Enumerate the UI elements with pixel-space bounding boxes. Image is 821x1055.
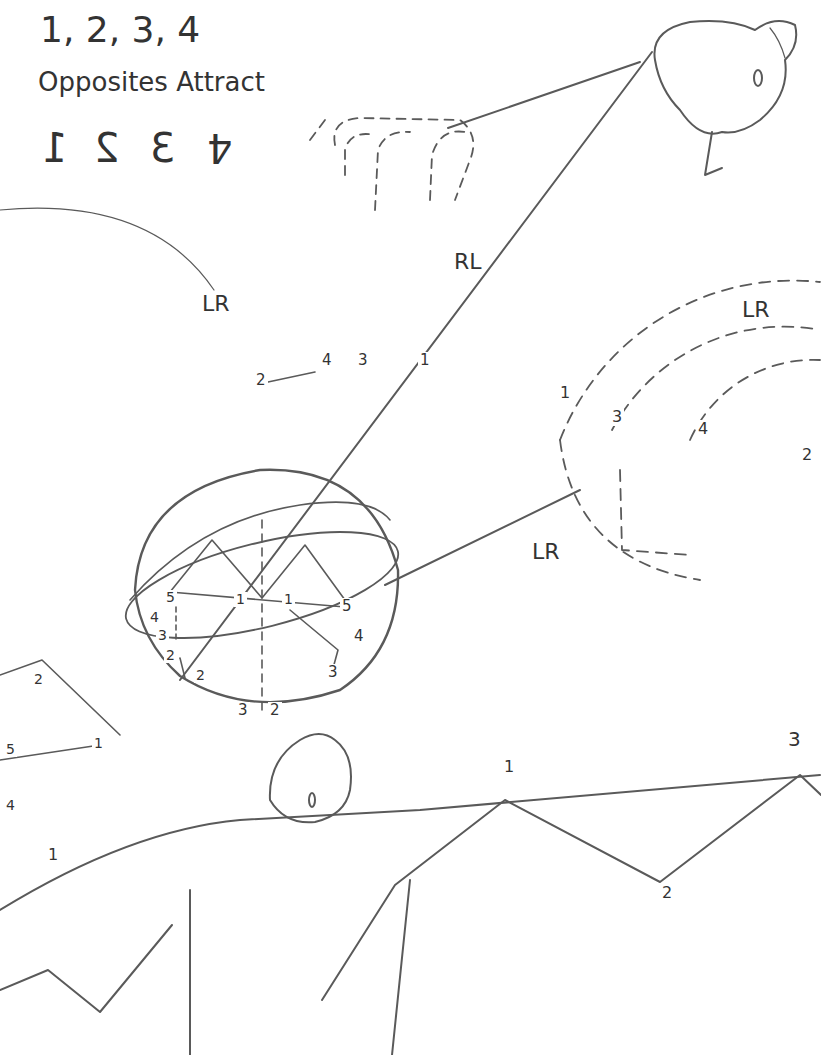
callout-number: 2: [32, 672, 45, 687]
mirrored-number: 2: [92, 126, 121, 170]
direction-label: LR: [200, 292, 232, 316]
callout-number: 3: [156, 628, 169, 643]
callout-number: 2: [268, 702, 282, 719]
callout-number: 1: [418, 352, 432, 369]
arm-line: [448, 62, 640, 128]
callout-number: 3: [236, 702, 250, 719]
dashed-circles: [560, 281, 820, 580]
dashed-fist: [310, 118, 473, 210]
callout-number: 2: [164, 648, 177, 663]
mirrored-number: 1: [40, 126, 69, 170]
mirrored-number: 3: [148, 126, 177, 170]
callout-number: 1: [282, 592, 295, 607]
construction-lines: [170, 520, 345, 715]
callout-number: 5: [164, 590, 177, 605]
callout-number: 2: [660, 884, 674, 902]
callout-number: 1: [502, 758, 516, 776]
callout-number: 4: [4, 798, 17, 813]
heading-numbers: 1, 2, 3, 4: [38, 10, 202, 50]
direction-label: RL: [452, 250, 484, 274]
callout-number: 1: [92, 736, 105, 751]
mirrored-number: 4: [205, 126, 234, 170]
direction-label: LR: [530, 540, 562, 564]
callout-number: 2: [800, 446, 814, 464]
callout-number: 2: [254, 372, 268, 389]
bird-head: [270, 734, 351, 822]
bird-head: [654, 21, 796, 175]
callout-number: 3: [326, 664, 340, 681]
callout-number: 1: [558, 384, 572, 402]
direction-label: LR: [740, 298, 772, 322]
callout-number: 1: [46, 846, 60, 864]
callout-number: 3: [610, 408, 624, 426]
callout-number: 3: [786, 728, 803, 750]
tick-line: [268, 372, 315, 382]
arm-line: [385, 490, 580, 585]
callout-number: 5: [340, 598, 354, 615]
callout-number: 1: [234, 592, 247, 607]
arc-line: [0, 208, 214, 290]
figure-lines: [0, 775, 821, 1055]
callout-number: 2: [194, 668, 207, 683]
callout-number: 3: [356, 352, 370, 369]
callout-number: 4: [352, 628, 366, 645]
callout-number: 4: [696, 420, 710, 438]
callout-number: 5: [4, 742, 17, 757]
construction-lines: [0, 660, 120, 760]
heading-text: Opposites Attract: [36, 68, 267, 97]
callout-number: 4: [320, 352, 334, 369]
callout-number: 4: [148, 610, 161, 625]
